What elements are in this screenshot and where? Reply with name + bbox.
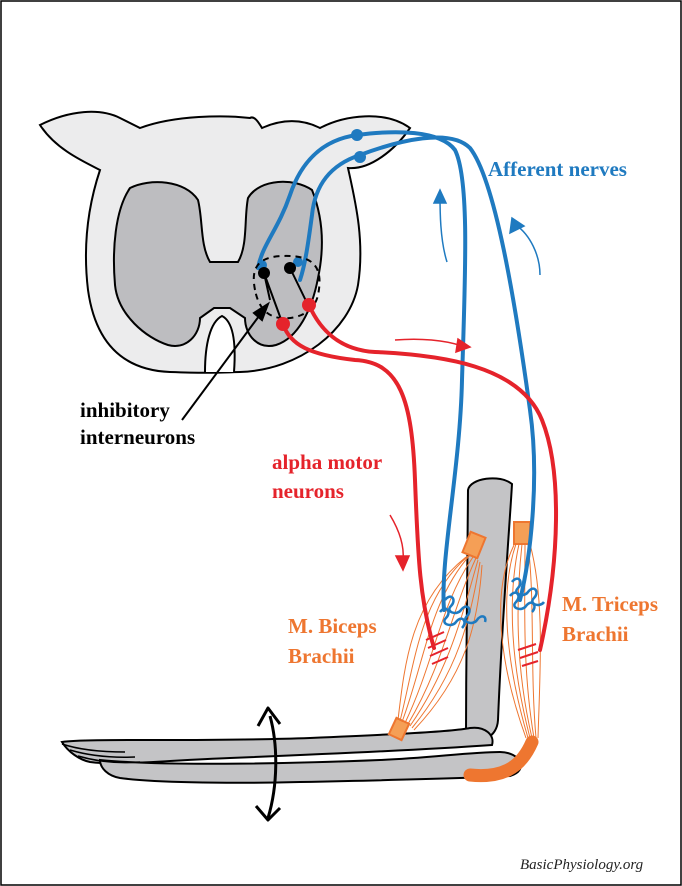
hand-lines <box>61 743 141 764</box>
inhibitory-label-line1: inhibitory <box>80 398 170 422</box>
alpha-motor-neuron-2 <box>302 298 316 312</box>
interneuron-pointer <box>181 301 270 421</box>
motor-arrow-2 <box>389 514 404 561</box>
biceps-spindle <box>439 595 487 629</box>
afferent-cell-body-1 <box>351 129 363 141</box>
afferent-arrow-2 <box>515 224 541 276</box>
spinal-cord-section <box>38 110 412 374</box>
afferent-terminal-2 <box>293 257 303 267</box>
motor-fiber-triceps <box>307 303 558 652</box>
triceps-tendon-top <box>513 521 531 545</box>
interneuron-region <box>252 254 321 320</box>
biceps-motor-endplate <box>425 631 449 665</box>
motor-arrow-1 <box>394 338 463 347</box>
triceps-muscle <box>500 543 541 739</box>
afferent-fiber-triceps <box>298 135 537 602</box>
motor-fiber-biceps <box>281 322 436 650</box>
afferent-fiber-biceps <box>256 130 468 612</box>
triceps-tendon <box>463 735 539 783</box>
biceps-label-line2: Brachii <box>288 644 355 668</box>
triceps-spindle <box>509 577 546 613</box>
biceps-label-line1: M. Biceps <box>288 614 377 638</box>
afferent-nerve-fibers <box>256 130 537 612</box>
inhibitory-label-line2: interneurons <box>80 425 196 449</box>
afferent-direction-arrows <box>432 188 541 276</box>
motor-direction-arrows <box>389 337 472 572</box>
alpha-motor-neuron-1 <box>276 317 290 331</box>
humerus <box>464 477 514 741</box>
movement-arrow <box>254 706 282 822</box>
triceps-label-line2: Brachii <box>562 622 629 646</box>
grey-matter <box>112 180 323 347</box>
triceps-motor-endplate <box>517 643 539 667</box>
afferent-nerves-label: Afferent nerves <box>488 157 627 181</box>
afferent-cell-body-2 <box>354 151 366 163</box>
triceps-label-line1: M. Triceps <box>562 592 659 616</box>
credit-text: BasicPhysiology.org <box>520 857 644 873</box>
interneuron-axons <box>263 267 309 323</box>
afferent-arrow-1 <box>439 194 448 263</box>
alpha-motor-label-line1: alpha motor <box>272 450 383 474</box>
alpha-motor-label-line2: neurons <box>272 479 344 503</box>
alpha-motor-fibers <box>281 303 558 652</box>
